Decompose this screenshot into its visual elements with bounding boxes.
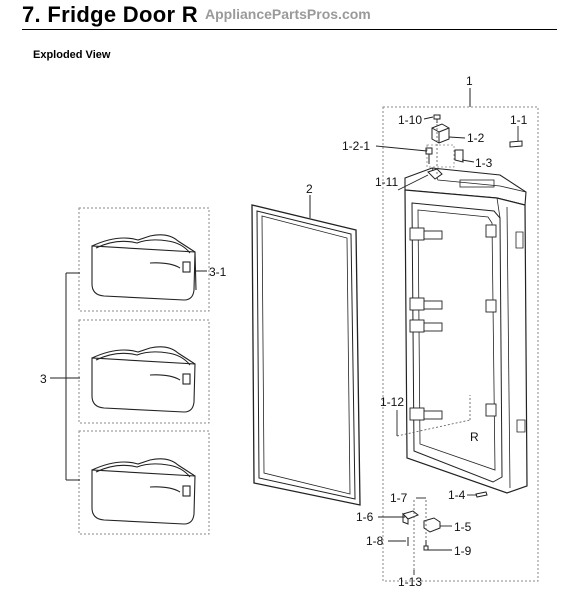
watermark: AppliancePartsPros.com — [205, 6, 371, 22]
part-label-1-3: 1-3 — [475, 156, 493, 170]
shelf-box-top — [78, 207, 210, 312]
hinge-cam — [427, 168, 443, 180]
shelf-bracket — [50, 272, 80, 481]
part-label-1: 1 — [466, 74, 473, 88]
part-label-1-2-1: 1-2-1 — [342, 139, 370, 153]
page-header: 7. Fridge Door R AppliancePartsPros.com — [0, 0, 581, 32]
door-assembly-boundary — [382, 106, 539, 582]
part-label-1-11: 1-11 — [375, 175, 398, 189]
part-label-1-7: 1-7 — [390, 491, 408, 505]
leader-lines — [375, 116, 519, 575]
section-subtitle: Exploded View — [33, 49, 111, 61]
part-label-1-2: 1-2 — [467, 131, 485, 145]
part-label-3: 3 — [40, 372, 47, 386]
part-label-1-5: 1-5 — [454, 520, 472, 534]
stopper — [454, 149, 464, 163]
bottom-screw — [423, 540, 429, 551]
bottom-hinge — [402, 510, 419, 525]
part-label-1-13: 1-13 — [398, 575, 422, 589]
part-label-1-6: 1-6 — [356, 510, 374, 524]
shelf-box-middle — [78, 319, 210, 424]
door-bin — [91, 234, 197, 301]
shelf-box-bottom — [78, 430, 210, 535]
side-screw — [475, 491, 488, 498]
part-label-1-1: 1-1 — [510, 113, 528, 127]
door-side-mark: R — [470, 430, 479, 444]
part-label-1-9: 1-9 — [454, 544, 472, 558]
part-label-3-1: 3-1 — [209, 265, 227, 279]
cap-top — [509, 140, 523, 148]
door-gasket — [251, 195, 361, 506]
door-body — [404, 167, 528, 494]
part-label-1-8: 1-8 — [366, 534, 384, 548]
hinge-cover — [431, 123, 450, 144]
part-label-1-12: 1-12 — [380, 395, 404, 409]
part-label-1-4: 1-4 — [448, 488, 466, 502]
page-title: 7. Fridge Door R — [22, 2, 198, 27]
door-bin — [91, 346, 196, 413]
part-label-1-10: 1-10 — [398, 113, 422, 127]
part-label-2: 2 — [306, 182, 313, 196]
title-underline — [22, 29, 557, 30]
shelf-group-boxes — [78, 207, 210, 535]
door-bin — [91, 458, 196, 525]
cam-bottom — [423, 517, 441, 533]
